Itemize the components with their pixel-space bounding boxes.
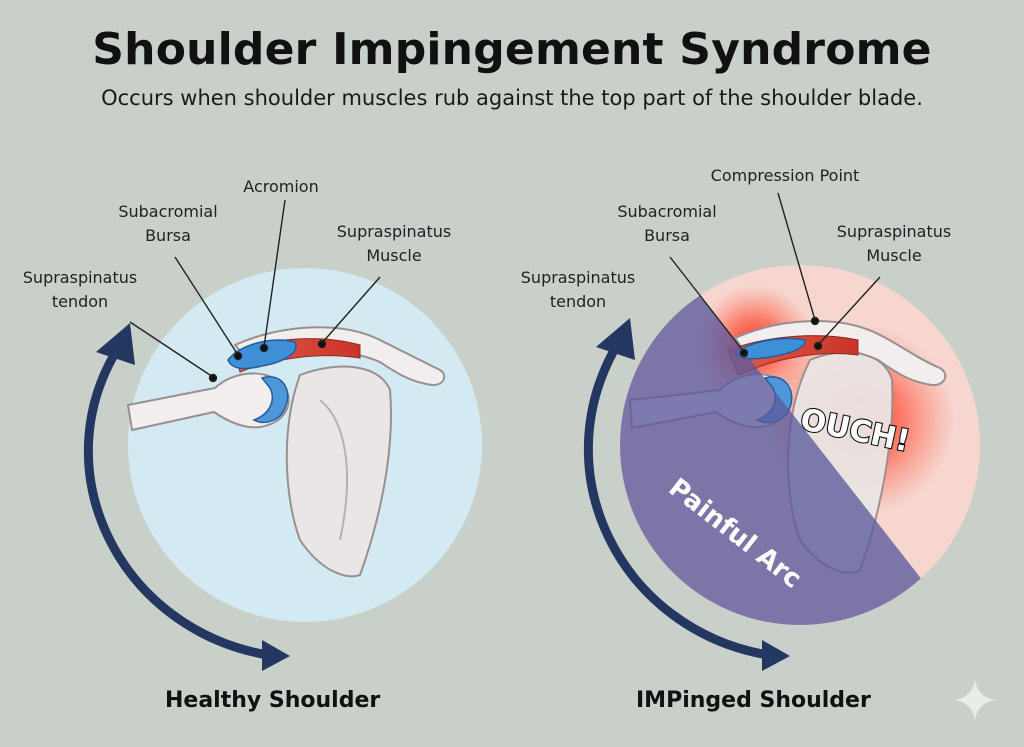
impinged-motion-arrow	[583, 335, 773, 660]
page-title: Shoulder Impingement Syndrome	[92, 24, 932, 75]
healthy-label-muscle-2: Muscle	[366, 246, 421, 265]
healthy-arrow-head-bottom	[262, 640, 290, 671]
healthy-label-muscle-1: Supraspinatus	[337, 222, 451, 241]
healthy-shoulder-panel: Acromion Subacromial Bursa Supraspinatus…	[23, 177, 482, 671]
impinged-caption: IMPinged Shoulder	[636, 688, 871, 713]
impinged-label-bursa-2: Bursa	[644, 226, 690, 245]
impinged-label-muscle-2: Muscle	[866, 246, 921, 265]
impinged-shoulder-panel: OUCH! Painful Arc Compression Point Suba…	[521, 166, 980, 671]
healthy-caption: Healthy Shoulder	[165, 688, 381, 713]
impinged-label-muscle-1: Supraspinatus	[837, 222, 951, 241]
impinged-arrow-head-bottom	[762, 640, 790, 671]
impinged-label-bursa-1: Subacromial	[617, 202, 716, 221]
impinged-arrow-head-top	[596, 318, 635, 360]
healthy-glenoid-cartilage	[252, 376, 289, 424]
healthy-label-bursa-1: Subacromial	[118, 202, 217, 221]
healthy-humerus	[126, 372, 290, 432]
impinged-label-tendon-2: tendon	[550, 292, 606, 311]
healthy-label-tendon-2: tendon	[52, 292, 108, 311]
healthy-label-tendon-1: Supraspinatus	[23, 268, 137, 287]
sparkle-icon	[955, 680, 995, 720]
impinged-label-compression: Compression Point	[711, 166, 860, 185]
healthy-scapula	[285, 365, 392, 578]
healthy-motion-arrow	[83, 340, 273, 660]
healthy-label-acromion: Acromion	[243, 177, 318, 196]
healthy-label-bursa-2: Bursa	[145, 226, 191, 245]
healthy-arrow-head-top	[96, 323, 135, 365]
page-subtitle: Occurs when shoulder muscles rub against…	[101, 86, 923, 110]
healthy-subacromial-bursa	[227, 339, 297, 370]
impinged-label-tendon-1: Supraspinatus	[521, 268, 635, 287]
